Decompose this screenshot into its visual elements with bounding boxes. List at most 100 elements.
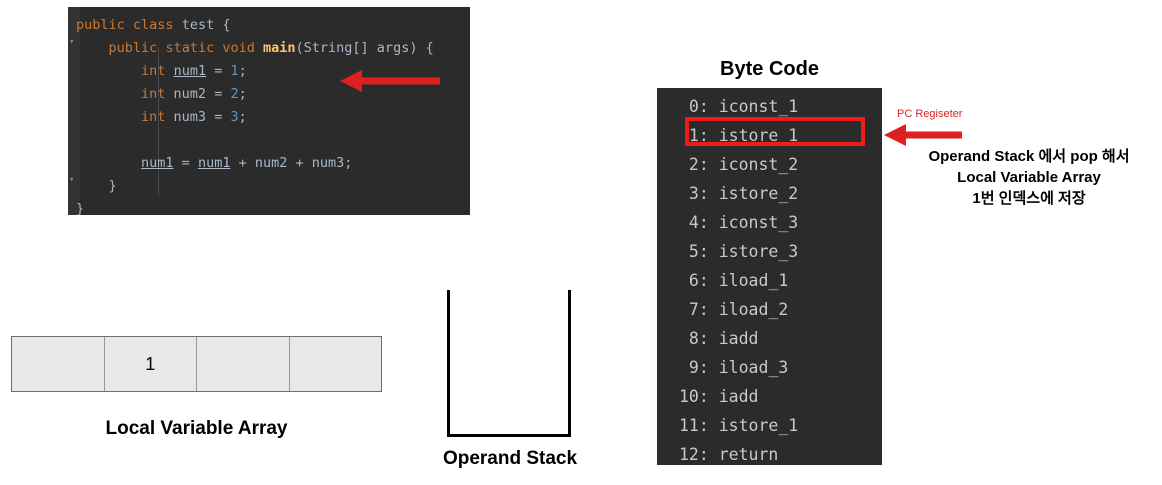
code-token: ; [238,86,247,102]
bytecode-instruction-row: 4: iconst_3 [657,208,882,237]
lva-slot-0 [12,337,105,391]
code-token: test [173,17,223,33]
code-line-9: } [68,198,470,215]
bytecode-instruction-row: 7: iload_2 [657,295,882,324]
code-token: num3 = [165,109,231,125]
bytecode-offset: 5 [688,242,699,261]
pc-note-line-1: Operand Stack 에서 pop 해서 [928,148,1130,165]
code-token: = [206,63,231,79]
code-token: ; [238,63,247,79]
code-token: public [108,40,158,56]
bytecode-offset: 7 [688,300,699,319]
code-token: static [165,40,215,56]
pc-register-label: PC Regiseter [897,108,963,120]
bytecode-offset: 8 [688,329,699,348]
code-token: ; [238,109,247,125]
bytecode-instruction-row: 5: istore_3 [657,237,882,266]
bytecode-mnemonic: : iadd [698,387,759,406]
code-token [76,40,109,56]
bytecode-offset: 1 [688,126,699,145]
bytecode-instruction-row: 1: istore_1 [657,121,882,150]
operand-stack-caption: Operand Stack [442,448,578,469]
bytecode-instruction-row: 9: iload_3 [657,353,882,382]
code-token: main [263,40,296,56]
bytecode-offset: 11 [679,416,699,435]
code-token: num1 [173,63,207,79]
code-token [76,155,141,171]
bytecode-mnemonic: : iconst_1 [698,97,799,116]
code-line-2: public static void main(String[] args) { [68,37,470,60]
pc-register-explanation: Operand Stack 에서 pop 해서 Local Variable A… [900,146,1158,209]
bytecode-offset: 9 [688,358,699,377]
code-token: int [141,63,166,79]
code-token: num1 [197,155,231,171]
bytecode-instruction-row: 11: istore_1 [657,411,882,440]
bytecode-offset: 3 [688,184,699,203]
bytecode-instruction-row: 10: iadd [657,382,882,411]
code-token: 3 [230,109,239,125]
bytecode-mnemonic: : iload_1 [698,271,789,290]
code-token: (String[] args) { [295,40,434,56]
bytecode-instruction-row: 0: iconst_1 [657,92,882,121]
bytecode-offset: 10 [679,387,699,406]
code-line-7: num1 = num1 + num2 + num3; [68,152,470,175]
indent-guide-line [158,47,159,195]
code-token: } [76,178,117,194]
byte-code-title: Byte Code [720,58,819,80]
lva-slot-3 [290,337,382,391]
code-line-4: int num2 = 2; [68,83,470,106]
bytecode-instruction-row: 6: iload_1 [657,266,882,295]
bytecode-offset: 4 [688,213,699,232]
java-source-editor: ▾ ▾ public class test { public static vo… [68,7,470,215]
code-line-5: int num3 = 3; [68,106,470,129]
bytecode-instruction-row: 3: istore_2 [657,179,882,208]
code-token: } [76,201,85,215]
bytecode-instruction-row: 2: iconst_2 [657,150,882,179]
bytecode-offset: 12 [679,445,699,464]
bytecode-mnemonic: : istore_3 [698,242,799,261]
code-line-6 [68,129,470,152]
code-token: int [141,109,166,125]
code-token: 2 [230,86,239,102]
local-variable-array-caption: Local Variable Array [105,418,288,439]
code-token: 1 [230,63,239,79]
bytecode-mnemonic: : iload_2 [698,300,789,319]
bytecode-instruction-row: 12: return [657,440,882,465]
bytecode-offset: 2 [688,155,699,174]
bytecode-mnemonic: : istore_2 [698,184,799,203]
operand-stack-container [447,290,571,437]
code-token: { [222,17,231,33]
code-token [165,63,173,79]
code-token: public [76,17,125,33]
code-line-1: public class test { [68,14,470,37]
bytecode-instruction-row: 8: iadd [657,324,882,353]
bytecode-mnemonic: : iconst_2 [698,155,799,174]
bytecode-mnemonic: : return [698,445,779,464]
lva-slot-1: 1 [105,337,197,391]
pc-note-line-2: Local Variable Array [957,169,1101,186]
code-token: num1 [141,155,174,171]
code-line-3: int num1 = 1; [68,60,470,83]
code-token: num2 = [165,86,231,102]
bytecode-mnemonic: : istore_1 [698,126,799,145]
code-fold-icon-1[interactable]: ▾ [69,37,75,47]
bytecode-mnemonic: : iadd [698,329,759,348]
bytecode-offset: 6 [688,271,699,290]
code-pointer-arrow [340,70,440,92]
bytecode-mnemonic: : istore_1 [698,416,799,435]
code-token: void [222,40,255,56]
code-line-8: } [68,175,470,198]
code-token: = [173,155,198,171]
bytecode-mnemonic: : iload_3 [698,358,789,377]
code-fold-icon-2[interactable]: ▾ [69,175,75,185]
code-text-content: public class test { public static void m… [68,14,470,215]
bytecode-mnemonic: : iconst_3 [698,213,799,232]
lva-slot-2 [197,337,290,391]
bytecode-offset: 0 [688,97,699,116]
code-token [255,40,263,56]
pc-current-instruction-highlight [685,117,865,146]
pc-register-arrow [884,124,962,146]
code-token: int [141,86,166,102]
